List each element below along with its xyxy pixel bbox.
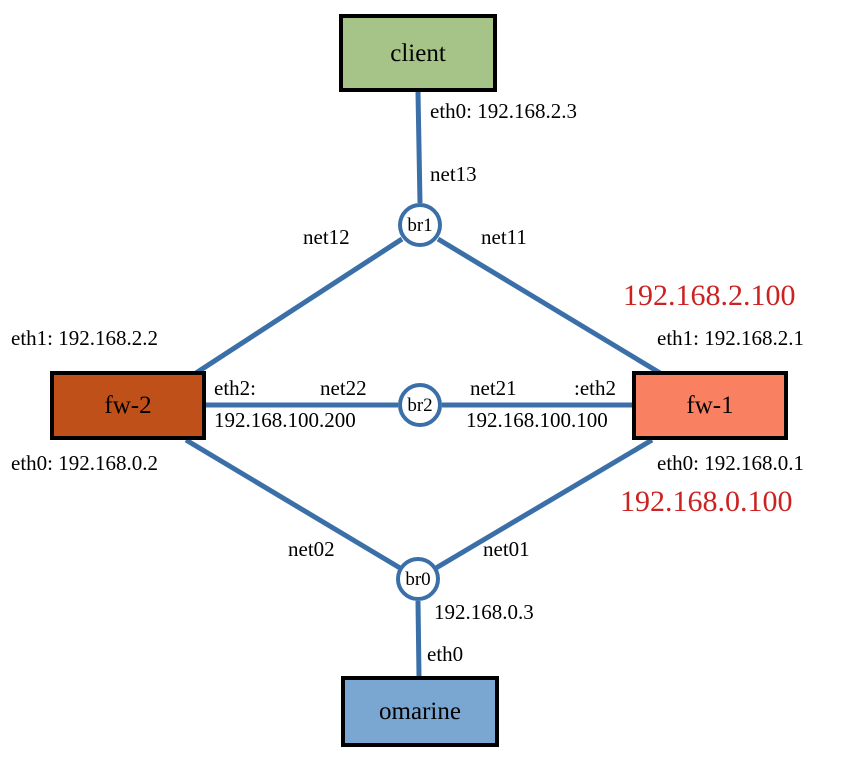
edge-fw2-br0 [184,437,402,571]
node-omarine[interactable]: omarine [341,676,499,747]
label-fw-2-eth1: eth1: 192.168.2.2 [11,326,158,350]
node-fw-2-label: fw-2 [104,392,152,419]
label-net12: net12 [303,225,350,249]
label-fw-2-eth0: eth0: 192.168.0.2 [11,451,158,475]
label-client-eth0: eth0: 192.168.2.3 [430,99,577,123]
label-net11: net11 [481,225,527,249]
edge-br1-fw2 [194,236,404,376]
label-net22: net22 [320,376,367,400]
bridge-br0-label: br0 [405,568,431,590]
label-fw-2-eth2-ip: 192.168.100.200 [214,408,356,432]
label-omarine-ip: 192.168.0.3 [434,600,534,624]
bridge-br2[interactable]: br2 [398,383,442,427]
label-fw-2-eth2: eth2: [214,376,256,400]
label-vip-upper: 192.168.2.100 [623,279,796,312]
label-fw-1-eth2-ip: 192.168.100.100 [466,408,608,432]
bridge-br1-label: br1 [407,214,433,236]
edge-br1-fw1 [436,236,662,376]
node-client-label: client [390,39,446,67]
label-net13: net13 [430,162,477,186]
node-fw-1-label: fw-1 [686,392,734,419]
label-fw-1-eth0: eth0: 192.168.0.1 [657,451,804,475]
bridge-br1[interactable]: br1 [398,203,442,247]
label-net01: net01 [483,537,530,561]
edge-client-br1 [415,91,423,204]
label-vip-lower: 192.168.0.100 [620,485,793,518]
bridge-br2-label: br2 [407,394,433,416]
edge-br0-omarine [415,600,422,677]
node-fw-1[interactable]: fw-1 [632,371,788,440]
bridge-br0[interactable]: br0 [396,557,440,601]
node-fw-2[interactable]: fw-2 [50,371,206,440]
node-client[interactable]: client [339,14,497,92]
label-net21: net21 [470,376,517,400]
label-net02: net02 [288,537,335,561]
node-omarine-label: omarine [379,698,461,725]
label-omarine-eth0: eth0 [427,642,464,666]
label-fw-1-eth1: eth1: 192.168.2.1 [657,326,804,350]
edge-fw1-br0 [434,437,654,571]
label-fw-1-eth2: :eth2 [574,376,616,400]
